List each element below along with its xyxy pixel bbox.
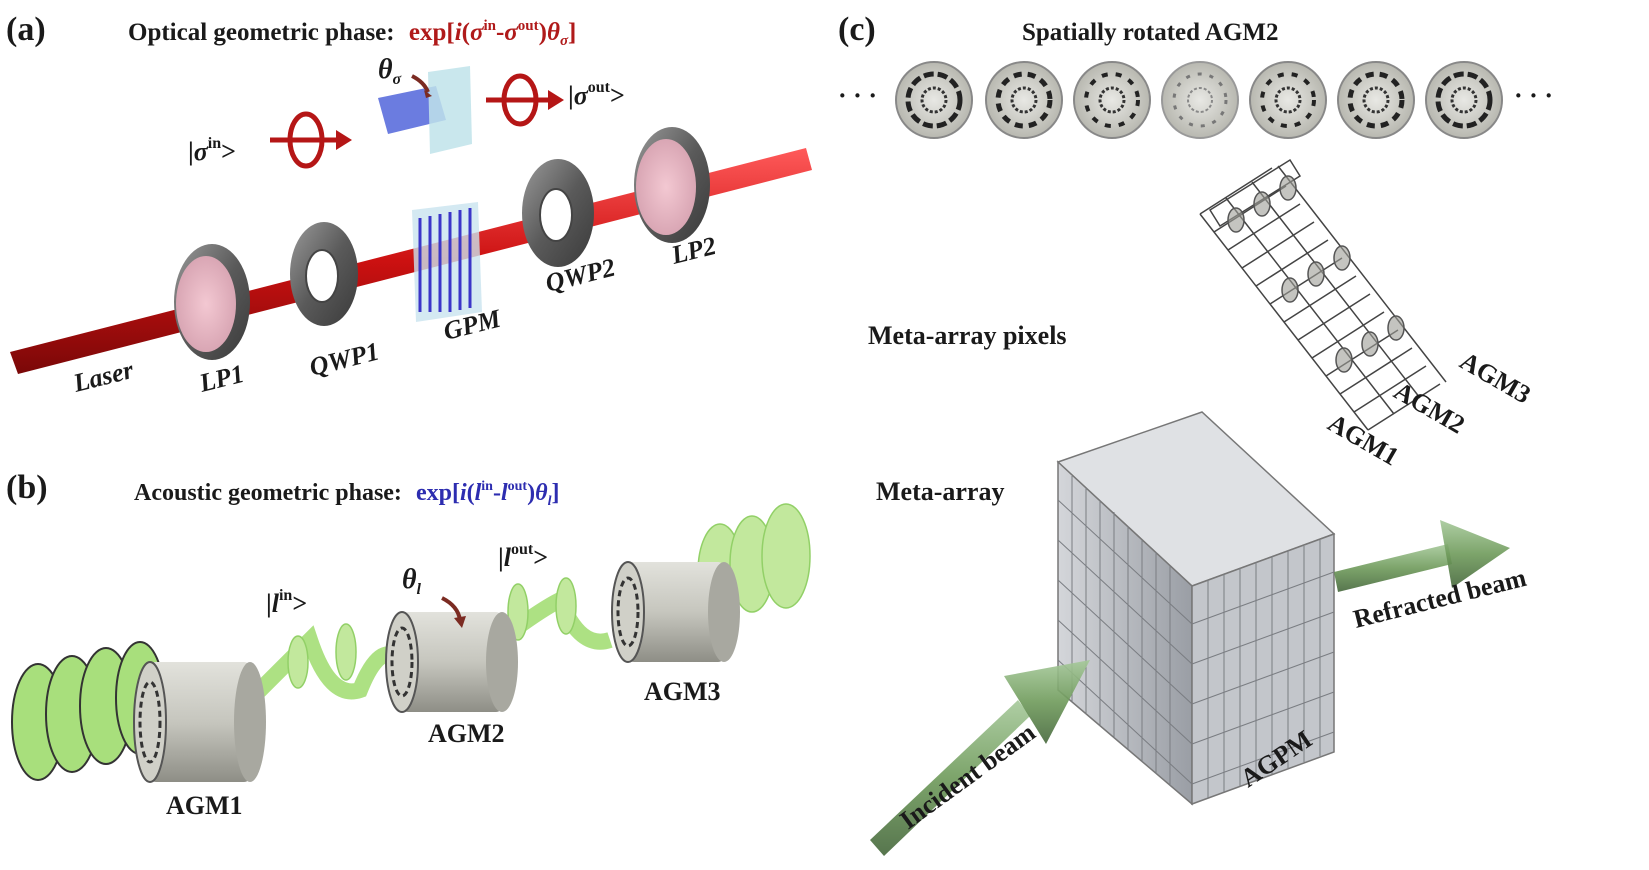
- theta-l-label: θl: [402, 564, 422, 598]
- label-incident-beam: Incident beam: [894, 717, 1040, 834]
- panel-b-formula: exp[i(lin-lout)θl]: [416, 479, 560, 509]
- panel-b-title: Acoustic geometric phase: exp[i(lin-lout…: [134, 479, 559, 509]
- panel-c-title: Spatially rotated AGM2: [1022, 19, 1278, 46]
- qwp1-element: [290, 222, 358, 326]
- agm1-cylinder: [133, 661, 266, 783]
- sigma-out-rotation-icon: [486, 73, 564, 127]
- panel-a-letter: (a): [6, 11, 46, 48]
- meta-array-block: [1056, 411, 1336, 806]
- label-meta-array-pixels: Meta-array pixels: [868, 321, 1067, 350]
- agm2-cylinder: [385, 596, 518, 713]
- agm3-cylinder: [611, 561, 740, 663]
- ket-l-out: |lout>: [498, 541, 548, 572]
- label-lp1: LP1: [195, 359, 246, 398]
- tube-grid: [1199, 165, 1447, 431]
- ellipsis-left: · · ·: [838, 81, 877, 110]
- panel-a-title-text: Optical geometric phase:: [128, 19, 395, 46]
- panel-a: (a) Optical geometric phase: exp[i(σin-σ…: [6, 11, 812, 398]
- label-meta-array: Meta-array: [876, 477, 1004, 506]
- ellipsis-right: · · ·: [1514, 81, 1553, 110]
- refracted-beam-arrow: [1334, 520, 1510, 592]
- incident-beam-arrow: [870, 660, 1090, 856]
- rotated-agm2-disks: [895, 61, 1503, 139]
- ket-l-in: |lin>: [266, 587, 307, 618]
- label-agm1-b: AGM1: [166, 791, 243, 820]
- panel-b: (b) Acoustic geometric phase: exp[i(lin-…: [6, 469, 811, 820]
- sigma-in-rotation-icon: [270, 111, 352, 169]
- label-agm2-b: AGM2: [428, 719, 505, 748]
- meta-array-grid-lines: [1057, 476, 1335, 798]
- panel-a-title: Optical geometric phase: exp[i(σin-σout)…: [128, 18, 576, 49]
- rotated-disk: [985, 61, 1063, 139]
- pixel-cells: [1227, 175, 1405, 373]
- rotated-disk: [1073, 61, 1151, 139]
- panel-c-letter: (c): [838, 11, 876, 48]
- gpm-element: [412, 202, 482, 322]
- rotated-disk: [1425, 61, 1503, 139]
- theta-sigma-label: θσ: [378, 54, 402, 88]
- theta-sigma-plate-icon: [378, 66, 472, 154]
- rotated-disk: [1161, 61, 1239, 139]
- meta-array-pixel-tubes: [1199, 158, 1447, 431]
- ket-sigma-out: |σout>: [568, 79, 625, 110]
- label-laser: Laser: [69, 355, 137, 398]
- panel-a-formula: exp[i(σin-σout)θσ]: [409, 18, 577, 49]
- lp1-element: [174, 244, 250, 360]
- rotated-disk: [895, 61, 973, 139]
- rotated-disk: [1337, 61, 1415, 139]
- label-agm2-c: AGM2: [1389, 376, 1470, 439]
- panel-b-letter: (b): [6, 469, 48, 506]
- label-qwp1: QWP1: [306, 337, 382, 382]
- lp2-element: [634, 127, 710, 243]
- ket-sigma-in: |σin>: [188, 135, 236, 166]
- rotated-disk: [1249, 61, 1327, 139]
- label-agm3-b: AGM3: [644, 677, 721, 706]
- label-agm1-c: AGM1: [1323, 408, 1404, 471]
- panel-b-title-text: Acoustic geometric phase:: [134, 480, 402, 506]
- panel-c: (c) Spatially rotated AGM2 · · · · · ·: [838, 11, 1553, 856]
- qwp2-element: [522, 159, 594, 267]
- label-agm3-c: AGM3: [1455, 346, 1536, 409]
